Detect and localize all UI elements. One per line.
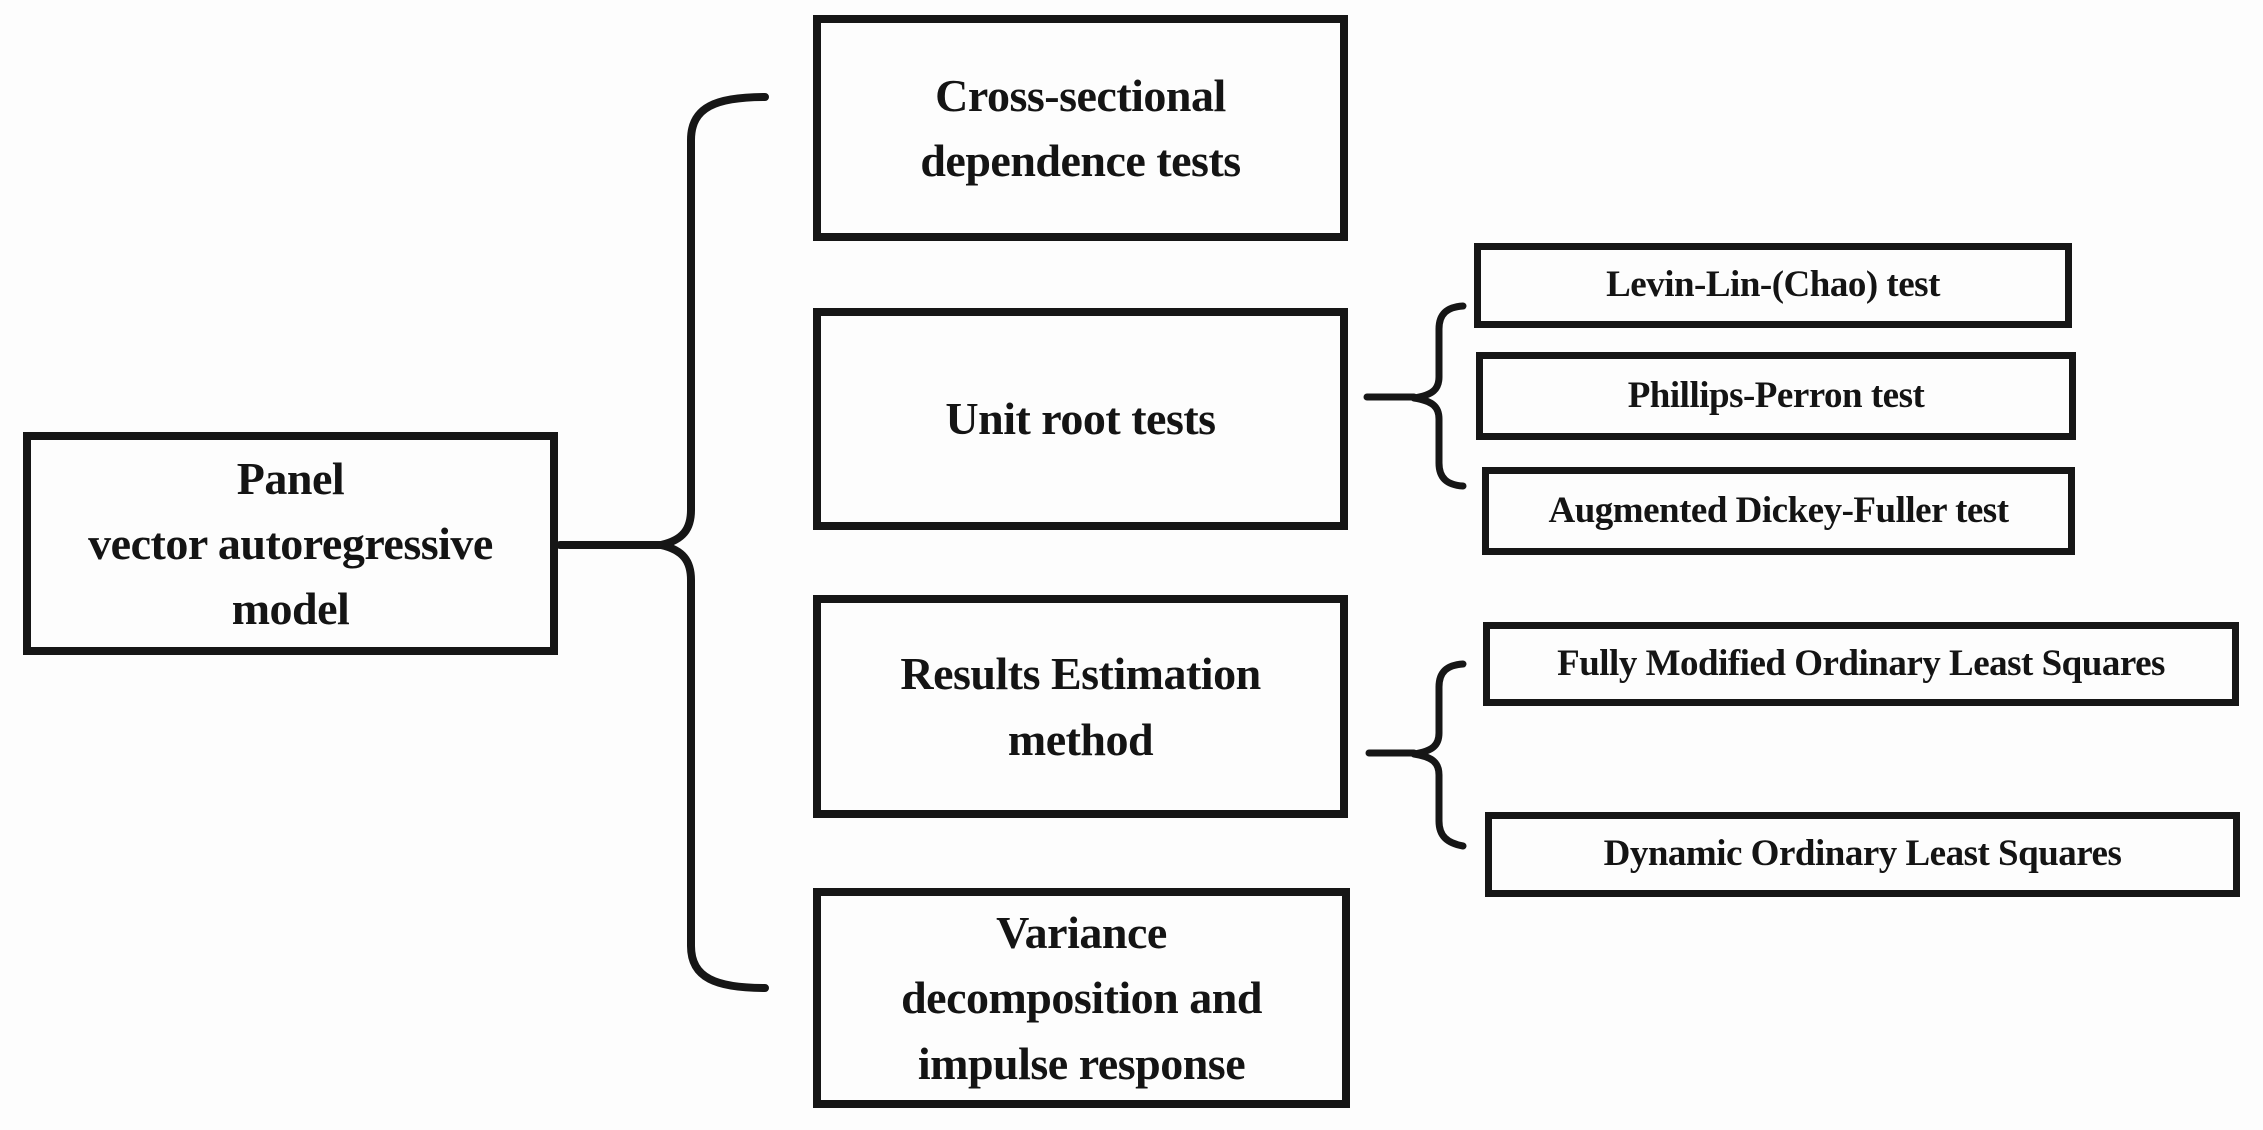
main-brace <box>657 93 769 992</box>
node-levin-lin-chao-test: Levin-Lin-(Chao) test <box>1474 243 2072 328</box>
node-phillips-perron-test: Phillips-Perron test <box>1476 352 2076 440</box>
node-fully-modified-ols: Fully Modified Ordinary Least Squares <box>1483 622 2239 706</box>
node-panel-var-model: Panel vector autoregressive model <box>23 432 558 655</box>
node-unit-root-tests: Unit root tests <box>813 308 1348 530</box>
node-variance-decomposition-impulse-response: Variance decomposition and impulse respo… <box>813 888 1350 1108</box>
unit-root-brace <box>1410 302 1467 490</box>
node-dynamic-ols: Dynamic Ordinary Least Squares <box>1485 812 2240 897</box>
node-augmented-dickey-fuller-test: Augmented Dickey-Fuller test <box>1482 467 2075 555</box>
node-results-estimation-method: Results Estimation method <box>813 595 1348 818</box>
estimation-brace <box>1410 660 1467 850</box>
node-cross-sectional-dependence-tests: Cross-sectional dependence tests <box>813 15 1348 241</box>
